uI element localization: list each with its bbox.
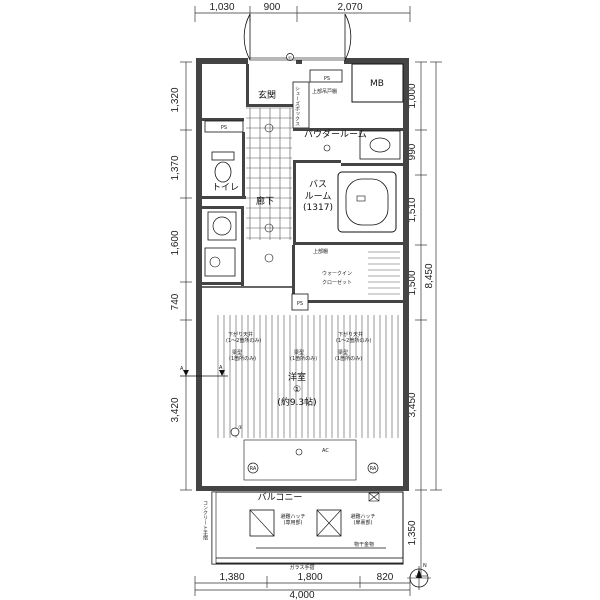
beam-note-left: 梁型 [232, 349, 242, 356]
ps-upper-label: PS [324, 76, 330, 82]
section-marker: A A [180, 365, 228, 377]
section-mark-right: A [219, 365, 223, 371]
closet-floor [368, 251, 400, 295]
top-dim-1: 1,030 [209, 2, 234, 13]
beam-note-center: 梁型 [294, 349, 304, 356]
entrance-marker [286, 53, 294, 61]
mb-label: MB [370, 79, 384, 89]
hatch-left-label-1: 避難ハッチ [280, 513, 305, 520]
mark-three [230, 427, 240, 437]
top-dim-3: 2,070 [337, 2, 362, 13]
ac-label: AC [322, 448, 329, 454]
right-dim-1: 1,000 [407, 83, 418, 108]
top-dimension-line: 1,030 900 2,070 [194, 2, 411, 22]
ra-label-right: RA [370, 466, 377, 472]
ps-left-label: PS [221, 125, 227, 131]
right-dim-4: 1,500 [407, 270, 418, 295]
washbasin [359, 130, 401, 160]
left-dim-4: 740 [170, 293, 181, 310]
balcony [211, 491, 404, 565]
laundry-fixture [204, 211, 237, 277]
left-dimension-line: 1,320 1,370 1,600 740 3,420 [170, 61, 192, 491]
bath-label-1: バス [309, 179, 327, 190]
bath-size: (1317) [303, 203, 333, 213]
right-dim-total: 8,450 [424, 263, 435, 288]
upper-shelf-note: 上部棚 [313, 248, 328, 255]
bottom-dim-total: 4,000 [289, 590, 314, 600]
hatch-left-label-2: (専用部) [284, 519, 303, 526]
bathtub [337, 171, 397, 233]
right-dim-6: 1,350 [407, 520, 418, 545]
western-room-area: (約9.3帖) [277, 396, 316, 408]
entrance-marker-label: ① [288, 56, 293, 62]
beam-sub-center: (1箇所のみ) [290, 355, 317, 362]
section-mark-left: A [180, 366, 184, 372]
western-room-number: ① [293, 385, 301, 395]
corridor-label: 廊下 [256, 195, 274, 207]
drop-ceiling-sub-left: (1～2箇所のみ) [226, 337, 261, 344]
compass: N [407, 563, 431, 590]
left-dim-5: 3,420 [170, 397, 181, 422]
tile-floor [246, 107, 292, 240]
right-dim-5: 3,450 [407, 392, 418, 417]
toilet-label: トイレ [212, 183, 239, 193]
mark-three-label: ③ [238, 425, 242, 431]
hatch-right-label-2: (扉裏部) [354, 519, 373, 526]
western-room-label: 洋室 [288, 371, 306, 383]
right-dim-2: 990 [407, 143, 418, 160]
bath-label-2: ルーム [305, 191, 332, 202]
walkin-label-1: ウォークイン [322, 270, 352, 277]
ps-lower-label: PS [297, 301, 303, 307]
bottom-dim-1: 1,380 [219, 572, 244, 583]
shoe-box-label: シューズボックス [294, 86, 300, 126]
ra-vent-right [367, 462, 379, 474]
ra-vent [247, 462, 259, 474]
top-dim-2: 900 [264, 2, 281, 13]
entrance-door [243, 13, 352, 61]
ac-zone [243, 439, 357, 481]
toilet-fixture [211, 151, 235, 183]
entrance-label: 玄関 [258, 89, 276, 101]
handrail-label: 物干金物 [354, 541, 374, 548]
beam-note-right: 梁型 [338, 349, 348, 356]
exterior-walls [196, 58, 409, 491]
left-dim-1: 1,320 [170, 87, 181, 112]
compass-north: N [423, 563, 427, 569]
ceiling-lights [264, 123, 331, 456]
right-dim-3: 1,510 [407, 197, 418, 222]
drop-ceiling-sub-right: (1～2箇所のみ) [336, 337, 371, 344]
glass-rail-label: ガラス手摺 [290, 564, 315, 571]
wood-floor [217, 315, 399, 438]
bottom-dimension-line: 1,380 1,800 820 4,000 [194, 572, 411, 600]
powder-room-label: パウダールーム [304, 128, 367, 140]
balcony-label: バルコニー [258, 492, 303, 503]
bottom-dim-2: 1,800 [297, 572, 322, 583]
interior-walls [202, 63, 404, 303]
beam-sub-right: (1箇所のみ) [335, 355, 362, 362]
ra-label: RA [250, 466, 257, 472]
upper-cabinet-note: 上部吊戸棚 [312, 88, 337, 95]
hatch-right-label-1: 避難ハッチ [350, 513, 375, 520]
walkin-label-2: クローゼット [322, 279, 352, 286]
left-dim-3: 1,600 [170, 230, 181, 255]
bottom-dim-3: 820 [377, 572, 394, 583]
ps-lower-box [291, 293, 309, 311]
drop-ceiling-note-left: 下がり天井 [228, 331, 253, 338]
right-dimension-line: 1,000 990 1,510 1,500 3,450 1,350 8,450 [407, 61, 442, 577]
concrete-rail-label: コンクリート手摺 [202, 500, 208, 541]
beam-sub-left: (1箇所のみ) [229, 355, 256, 362]
drop-ceiling-note-right: 下がり天井 [338, 331, 363, 338]
left-dim-2: 1,370 [170, 155, 181, 180]
